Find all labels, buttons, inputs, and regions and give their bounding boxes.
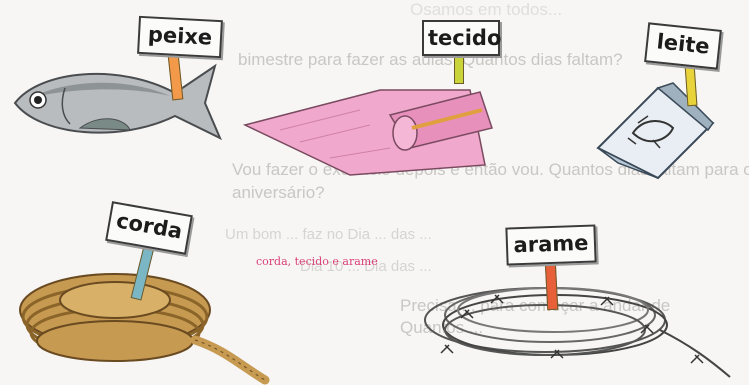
background-text-line: Um bom ... faz no Dia ... das ... (225, 226, 432, 243)
background-text-line: bimestre para fazer as aulas. Quantos di… (238, 50, 623, 69)
fish-label: peixe (137, 15, 223, 59)
image-caption: corda, tecido e arame (256, 255, 378, 268)
fish-illustration (13, 63, 222, 141)
background-text-line: Osamos em todos... (410, 0, 563, 19)
milk-label: leite (644, 22, 722, 70)
fabric-label-stick (454, 54, 464, 84)
milk-bag-illustration (596, 82, 715, 180)
rope-coil-illustration (19, 273, 270, 385)
background-text-line: aniversário? (232, 183, 325, 202)
wire-label: arame (505, 224, 597, 266)
background-text-line: Dia 10 ... Dia das ... (300, 258, 432, 275)
fabric-roll-illustration (242, 89, 493, 176)
barbed-wire-illustration (424, 287, 731, 378)
rope-label: corda (105, 201, 193, 255)
fabric-label: tecido (422, 20, 501, 56)
background-text-line: Quantos ... (400, 318, 484, 337)
milk-label-stick (684, 63, 698, 107)
